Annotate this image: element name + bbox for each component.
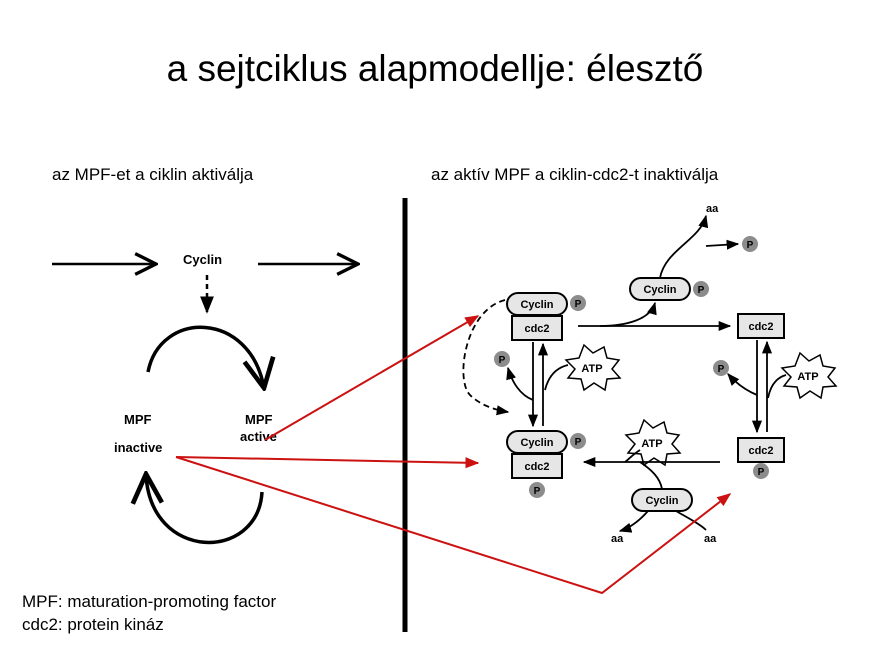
- arrow-cyclin-joins: [639, 461, 663, 490]
- phosphate-bl-bottom-text: P: [534, 486, 541, 497]
- atp-burst-bottom: [624, 418, 682, 467]
- arrow-release-p-top: [705, 239, 740, 250]
- phosphate-bl-bottom: [529, 482, 545, 498]
- right-heading: az aktív MPF a ciklin-cdc2-t inaktiválja: [431, 165, 719, 184]
- arrow-aa-bottom-left: [618, 510, 649, 533]
- cyclin-text-bm: Cyclin: [645, 495, 678, 507]
- arrow-p-to-left: [506, 366, 534, 401]
- aa-label-bottom-left: aa: [611, 533, 624, 545]
- cyclin-label: Cyclin: [183, 252, 222, 267]
- arrow-atp-left: [544, 364, 569, 391]
- mpf-inactive-label: MPF inactive: [114, 412, 162, 455]
- atp-burst-right: [780, 351, 838, 400]
- aa-label-bottom-right: aa: [704, 533, 717, 545]
- atp-text-bottom: ATP: [641, 438, 662, 450]
- phosphate-right-mid: [713, 360, 729, 376]
- cdc2-text-br: cdc2: [748, 445, 773, 457]
- cyclin-text-tm: Cyclin: [643, 284, 676, 296]
- cyclin-text-tl: Cyclin: [520, 299, 553, 311]
- arrow-cyclin-degradation: [659, 214, 709, 279]
- phosphate-br-text: P: [758, 467, 765, 478]
- cdc2-text-bl: cdc2: [524, 461, 549, 473]
- phosphate-tl-text: P: [575, 299, 582, 310]
- phosphate-right-mid-text: P: [718, 364, 725, 375]
- dashed-feedback-arc: [462, 299, 510, 416]
- atp-text-right: ATP: [797, 371, 818, 383]
- phosphate-bl-right: [570, 433, 586, 449]
- activation-arc: [146, 325, 264, 388]
- phosphate-tm: [693, 281, 709, 297]
- red-arrow-active-to-tl: [264, 315, 480, 441]
- phosphate-left-mid: [494, 351, 510, 367]
- atp-burst-left: [564, 343, 622, 392]
- cyclin-text-bl: Cyclin: [520, 437, 553, 449]
- mpf-active-label: MPF active: [240, 412, 277, 444]
- cdc2-node-bl: [511, 453, 563, 479]
- slide-title: a sejtciklus alapmodellje: élesztő: [166, 48, 704, 89]
- phosphate-br: [753, 463, 769, 479]
- phosphate-top-aa-text: P: [747, 240, 754, 251]
- arrow-atp-right: [767, 374, 787, 399]
- cdc2-node-tl: [511, 315, 563, 341]
- phosphate-tl: [570, 295, 586, 311]
- arrow-aa-bottom-right: [675, 510, 707, 531]
- legend-mpf: MPF: maturation-promoting factor: [22, 592, 277, 611]
- phosphate-bl-right-text: P: [575, 437, 582, 448]
- atp-text-left: ATP: [581, 363, 602, 375]
- phosphate-left-mid-text: P: [499, 355, 506, 366]
- phosphate-tm-text: P: [698, 285, 705, 296]
- arrow-p-to-right-mid: [727, 373, 758, 396]
- red-arrow-inactive-to-bl: [175, 456, 480, 469]
- cdc2-text-tl: cdc2: [524, 323, 549, 335]
- cdc2-node-tr: [737, 313, 785, 339]
- aa-label-top: aa: [706, 203, 719, 215]
- inactivation-arc: [146, 474, 264, 545]
- arrow-branch-to-cyclin: [599, 301, 657, 327]
- arrow-atp-bottom: [624, 449, 641, 463]
- red-arrow-inactive-to-br: [175, 456, 732, 595]
- legend-cdc2: cdc2: protein kináz: [22, 615, 164, 634]
- phosphate-top-aa: [742, 236, 758, 252]
- left-heading: az MPF-et a ciklin aktiválja: [52, 165, 254, 184]
- cdc2-text-tr: cdc2: [748, 321, 773, 333]
- cdc2-node-br: [737, 437, 785, 463]
